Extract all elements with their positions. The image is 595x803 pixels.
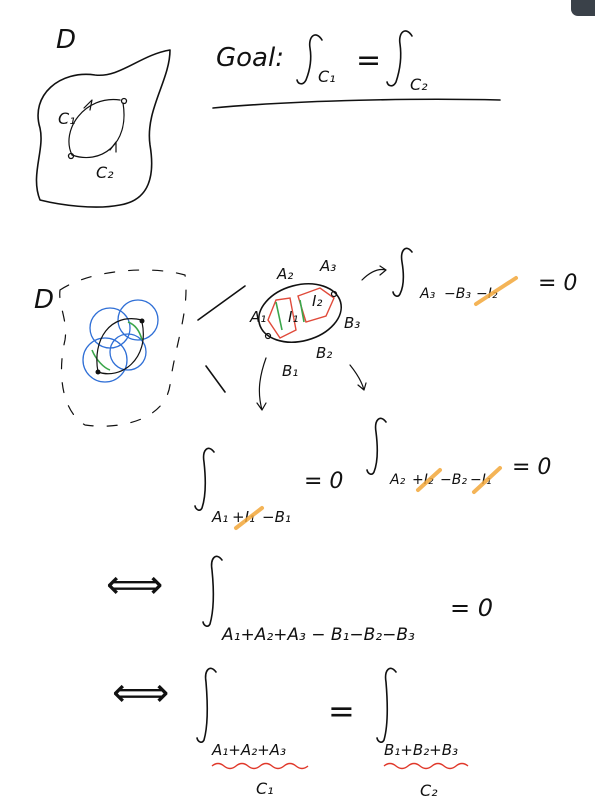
wavy-underline-left: [211, 762, 309, 770]
integral-sign-goal-1: [296, 34, 323, 85]
arrow-to-right-eq: [349, 364, 367, 391]
red-subregion-right: [297, 287, 335, 323]
corner-menu-button[interactable]: [571, 0, 595, 16]
rhs-subscript: B₁+B₂+B₃: [384, 741, 458, 759]
region-boundary-top: [35, 49, 171, 208]
right-eq-sub-c: −B₂: [440, 472, 467, 488]
curve-inner-top: [96, 318, 143, 373]
final-equals: =: [328, 692, 355, 730]
region-label-d-middle: D: [34, 285, 54, 315]
highlight-strike-i2-right: [416, 468, 442, 492]
blue-disk-1: [89, 307, 131, 349]
integral-sign-left-eq: [194, 447, 215, 511]
lhs-subscript: A₁+A₂+A₃: [211, 741, 286, 759]
connector-line-lower: [205, 365, 226, 393]
right-eq-sub-b: +I₂: [412, 472, 434, 488]
integral-sign-top-eq: [392, 247, 413, 297]
endpoint-start-top: [67, 152, 75, 160]
integral-sign-right-eq: [366, 417, 387, 475]
under-label-c2: C₂: [420, 781, 438, 800]
goal-subscript-c1: C₁: [318, 67, 336, 86]
label-a2: A₂: [276, 265, 293, 283]
label-b3: B₃: [344, 314, 360, 332]
right-eq-sub-d: −I₁: [470, 472, 491, 488]
under-label-c1: C₁: [256, 779, 274, 798]
top-section: D C₁ C₂ Goal: C₁ = C₂: [35, 25, 501, 208]
arrow-to-top-eq: [361, 265, 387, 281]
label-c1-top: C₁: [58, 109, 76, 128]
top-eq-sub-a: A₃: [419, 286, 436, 302]
blue-disk-4: [109, 333, 147, 371]
arrow-c1-top: [83, 99, 93, 111]
red-subregion-left: [267, 297, 297, 339]
green-segment-left: [91, 349, 111, 371]
label-i1: I₁: [288, 308, 298, 326]
label-b2: B₂: [316, 344, 332, 362]
left-eq-sub-a: A₁: [211, 508, 228, 526]
label-a1: A₁: [249, 308, 266, 326]
green-edge-1: [275, 301, 283, 331]
endpoint-end-mid: [139, 318, 145, 324]
label-c2-top: C₂: [96, 163, 114, 182]
zoom-endpoint-end: [330, 290, 338, 298]
iff-arrow-2: ⟺: [112, 670, 169, 716]
top-eq-rhs: = 0: [538, 271, 577, 296]
green-edge-2: [299, 299, 305, 323]
wavy-underline-right: [383, 762, 469, 770]
label-i2: I₂: [312, 292, 322, 310]
connector-line-upper: [197, 285, 246, 321]
highlight-strike-i2-top: [474, 276, 518, 306]
sum-subscript: A₁+A₂+A₃ − B₁−B₂−B₃: [221, 625, 415, 645]
zoom-endpoint-start: [264, 332, 272, 340]
integral-sign-lhs: [196, 667, 217, 743]
highlight-strike-i1-left: [234, 506, 264, 530]
left-eq-sub-b: +I₁: [232, 508, 255, 526]
right-eq-sub-a: A₂: [389, 472, 406, 488]
goal-underline: [212, 98, 501, 109]
green-segment-right: [127, 321, 143, 341]
sum-rhs: = 0: [450, 594, 493, 622]
left-eq-rhs: = 0: [304, 469, 343, 494]
goal-equals: =: [356, 43, 381, 78]
integral-sign-goal-2: [386, 30, 413, 87]
blue-disk-3: [82, 337, 128, 383]
curve-inner-bottom: [97, 321, 144, 375]
region-label-d-top: D: [56, 25, 76, 55]
goal-subscript-c2: C₂: [410, 75, 428, 94]
middle-section: D A₁ A₂ A₃ I₁ I₂ B₁ B₂ B₃: [34, 247, 577, 530]
label-b1: B₁: [282, 362, 298, 380]
left-eq-sub-c: −B₁: [262, 508, 291, 526]
integral-sign-sum: [202, 555, 223, 627]
arrow-to-left-eq: [256, 357, 267, 411]
label-a3: A₃: [319, 257, 336, 275]
curve-c1-top: [68, 98, 121, 156]
endpoint-end-top: [120, 97, 128, 105]
highlight-strike-i1-right: [472, 466, 502, 494]
blue-disk-2: [117, 299, 159, 341]
iff-arrow-1: ⟺: [106, 562, 163, 608]
bottom-section: ⟺ A₁+A₂+A₃ − B₁−B₂−B₃ = 0 ⟺ A₁+A₂+A₃ = B…: [106, 555, 493, 800]
top-eq-sub-b: −B₃: [444, 286, 471, 302]
integral-sign-rhs: [376, 667, 397, 743]
arrow-c2-top: [109, 141, 117, 153]
endpoint-start-mid: [95, 369, 101, 375]
region-boundary-dashed: [59, 269, 187, 427]
goal-label: Goal:: [216, 43, 284, 73]
top-eq-sub-c: −I₂: [476, 286, 498, 302]
right-eq-rhs: = 0: [512, 455, 551, 480]
zoomed-ellipse: [257, 283, 343, 343]
